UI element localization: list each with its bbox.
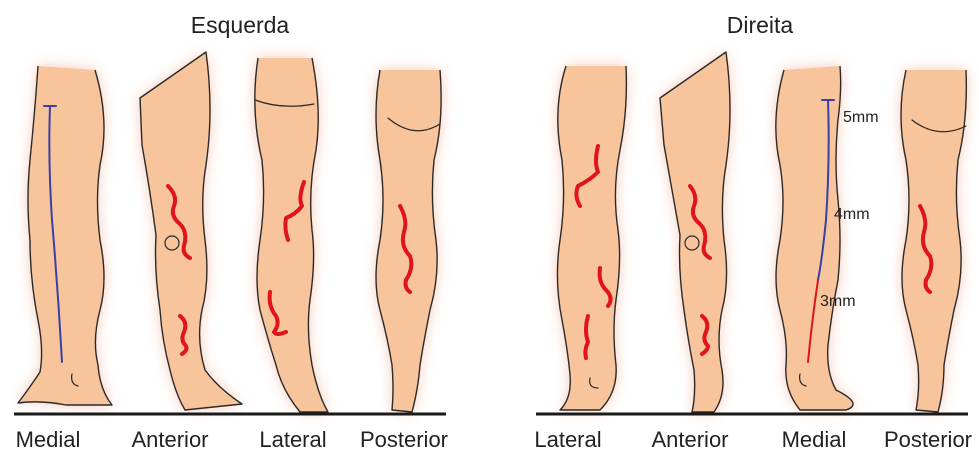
group-title-right: Direita xyxy=(727,12,794,38)
leg-right-lateral xyxy=(557,66,626,410)
view-label-left-lateral: Lateral xyxy=(259,427,326,452)
leg-right-posterior xyxy=(901,70,966,412)
measurement-label: 3mm xyxy=(820,293,856,310)
view-label-right-anterior: Anterior xyxy=(651,427,728,452)
leg-right-medial xyxy=(776,66,853,410)
view-label-right-lateral: Lateral xyxy=(534,427,601,452)
leg-left-lateral xyxy=(255,58,328,412)
leg-left-medial xyxy=(18,66,112,405)
group-title-left: Esquerda xyxy=(191,12,290,38)
view-label-left-medial: Medial xyxy=(16,427,81,452)
view-label-right-posterior: Posterior xyxy=(884,427,972,452)
measurement-label: 5mm xyxy=(843,109,879,126)
leg-right-anterior xyxy=(660,52,730,412)
leg-left-anterior xyxy=(140,52,242,410)
measurement-label: 4mm xyxy=(834,206,870,223)
view-label-right-medial: Medial xyxy=(782,427,847,452)
view-label-left-anterior: Anterior xyxy=(131,427,208,452)
view-label-left-posterior: Posterior xyxy=(360,427,448,452)
leg-left-posterior xyxy=(376,70,441,412)
